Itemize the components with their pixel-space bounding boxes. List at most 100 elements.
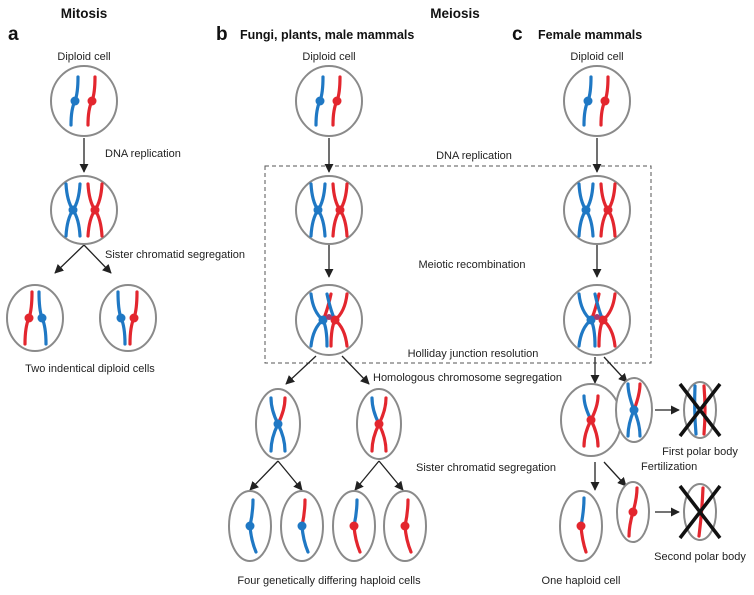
panel-letter-c: c <box>512 24 523 45</box>
centromere <box>318 315 328 325</box>
panel-letter-b: b <box>216 24 228 45</box>
first-polar-body-label: First polar body <box>662 446 738 458</box>
panel-b-title: Fungi, plants, male mammals <box>240 28 414 42</box>
centromere <box>628 507 638 517</box>
holliday-resolution-label: Holliday junction resolution <box>408 348 539 360</box>
centromere <box>400 521 410 531</box>
haploid-cell-2 <box>280 490 324 562</box>
meiosis-b-secondary-cell-red <box>356 388 402 460</box>
arrow-mitosis-right <box>83 244 112 274</box>
centromere <box>594 314 600 320</box>
meiosis-c-start-label: Diploid cell <box>570 51 623 63</box>
centromere <box>600 96 610 106</box>
cell-outline <box>50 65 118 137</box>
second-polar-body-label: Second polar body <box>654 551 746 563</box>
centromere <box>603 205 613 215</box>
centromere <box>586 415 596 425</box>
centromere <box>583 96 593 106</box>
mitosis-title: Mitosis <box>61 6 108 21</box>
arrow-b-homologous-right <box>341 355 370 385</box>
haploid-cell-3 <box>332 490 376 562</box>
degraded-first-polar-body <box>678 381 722 439</box>
fertilization-label: Fertilization <box>641 461 697 473</box>
meiotic-recombination-label: Meiotic recombination <box>419 259 526 271</box>
meiosis-b-diploid-cell <box>295 65 363 137</box>
second-polar-body <box>616 481 650 543</box>
haploid-cell-1 <box>228 490 272 562</box>
one-haploid-cell-label: One haploid cell <box>542 575 621 587</box>
centromere <box>598 315 608 325</box>
meiosis-b-replicated-cell <box>295 175 363 245</box>
arrow-b-sister-2 <box>277 460 303 491</box>
mitosis-result-label: Two indentical diploid cells <box>25 363 155 375</box>
panel-c-title: Female mammals <box>538 28 642 42</box>
mitosis-diploid-cell <box>50 65 118 137</box>
arrow-c-to-second-polar <box>603 461 627 487</box>
centromere <box>245 521 255 531</box>
meiosis-b-result-label: Four genetically differing haploid cells <box>237 575 421 587</box>
meiosis-c-recombination-cell <box>563 284 631 356</box>
arrows <box>54 138 680 517</box>
centromere <box>273 419 283 429</box>
cell-outline <box>99 284 157 352</box>
centromere <box>70 96 80 106</box>
meiosis-dna-replication-label: DNA replication <box>436 150 512 162</box>
centromere <box>37 313 47 323</box>
centromere <box>326 314 332 320</box>
centromere <box>129 313 139 323</box>
arrow-b-sister-3 <box>354 460 380 491</box>
cell-outline <box>6 284 64 352</box>
mitosis-sister-segregation-label: Sister chromatid segregation <box>105 249 245 261</box>
cell-outline <box>563 65 631 137</box>
meiosis-b-recombination-cell <box>295 284 363 356</box>
centromere <box>87 96 97 106</box>
centromere <box>581 205 591 215</box>
mitosis-daughter-cell-left <box>6 284 64 352</box>
meiosis-one-dashed-box <box>264 165 652 364</box>
centromere <box>315 96 325 106</box>
centromere <box>374 419 384 429</box>
centromere <box>297 521 307 531</box>
arrow-c-to-first-polar <box>603 356 628 383</box>
meiosis-b-secondary-cell-blue <box>255 388 301 460</box>
centromere <box>576 521 586 531</box>
homologous-segregation-label: Homologous chromosome segregation <box>373 372 562 384</box>
first-polar-body <box>615 377 653 443</box>
cell-outline <box>295 175 363 245</box>
centromere <box>629 405 639 415</box>
centromere <box>116 313 126 323</box>
chromosome-arm <box>702 384 707 436</box>
cross-line <box>678 484 722 540</box>
centromere <box>335 205 345 215</box>
centromere <box>24 313 34 323</box>
mitosis-start-label: Diploid cell <box>57 51 110 63</box>
cell-outline <box>50 175 118 245</box>
cell-outline <box>295 65 363 137</box>
mitosis-dna-replication-label: DNA replication <box>105 148 181 160</box>
degraded-second-polar-body <box>678 483 722 541</box>
centromere <box>586 315 596 325</box>
meiosis-title: Meiosis <box>430 6 480 21</box>
centromere <box>68 205 78 215</box>
meiosis-sister-segregation-label: Sister chromatid segregation <box>416 462 556 474</box>
mitosis-daughter-cell-right <box>99 284 157 352</box>
mature-egg <box>559 490 603 562</box>
centromere <box>90 205 100 215</box>
meiosis-c-diploid-cell <box>563 65 631 137</box>
meiosis-b-start-label: Diploid cell <box>302 51 355 63</box>
chromosome-arm <box>693 384 698 436</box>
cell-drawings <box>6 65 722 562</box>
cross-line <box>678 382 722 438</box>
arrow-mitosis-left <box>54 244 85 274</box>
mitosis-replicated-cell <box>50 175 118 245</box>
arrow-b-homologous-left <box>285 355 317 385</box>
haploid-cell-4 <box>383 490 427 562</box>
panel-letter-a: a <box>8 24 19 45</box>
arrow-b-sister-1 <box>249 460 279 491</box>
centromere <box>313 205 323 215</box>
arrow-b-sister-4 <box>378 460 404 491</box>
centromere <box>332 96 342 106</box>
cell-outline <box>563 175 631 245</box>
centromere <box>330 315 340 325</box>
